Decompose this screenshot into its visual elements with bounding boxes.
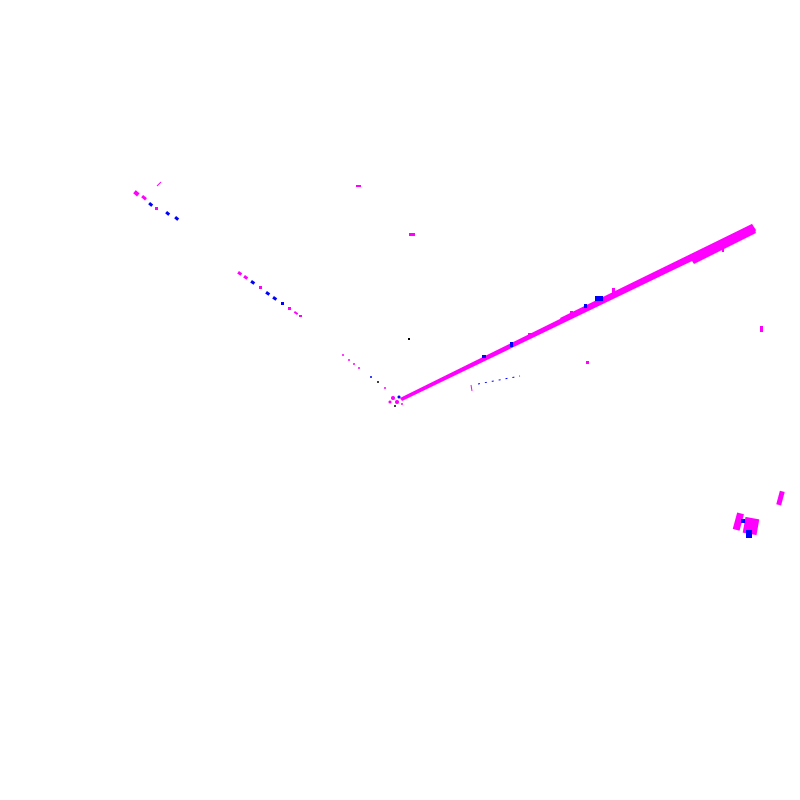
scan-point [133,190,140,197]
scan-point [482,355,486,358]
scan-point [237,271,243,276]
scan-point [741,519,745,523]
right-obstacle-cluster [732,490,785,538]
scan-point [281,302,284,305]
scan-point [612,288,615,293]
scan-point [141,194,147,201]
scan-point [259,286,262,289]
scan-point [272,296,278,301]
scan-point [148,201,154,207]
scan-point [299,315,302,317]
scan-point [353,363,355,365]
scan-point [586,361,589,364]
scan-point [174,215,180,221]
diagonal-wall [400,224,756,401]
scan-point [293,311,299,315]
scan-point [288,307,291,310]
scan-point [377,381,379,383]
scan-point [388,400,392,404]
scan-point [477,375,521,385]
scan-point [409,233,415,236]
scan-point [584,304,587,308]
scan-point [342,354,344,356]
scan-point [570,311,573,317]
scan-point [394,405,396,407]
scan-point [746,530,752,538]
scan-point [243,275,249,280]
scan-point [760,326,763,332]
scan-point [470,384,473,392]
left-wall-lower [237,271,302,317]
scan-point [265,291,271,296]
scan-point [510,342,513,347]
scan-point [595,296,603,301]
sensor-origin-cluster [388,395,403,407]
scan-point [356,185,361,187]
scan-point [155,207,158,210]
scattered-points [342,185,763,392]
scan-point [408,338,410,340]
scan-point [250,280,256,285]
scan-point [401,403,403,405]
scan-point [722,244,724,252]
scan-point [348,359,350,361]
scan-point [156,181,162,187]
scan-point [776,490,785,506]
left-wall-upper [133,181,180,221]
scan-point [732,512,744,531]
scan-point [370,376,372,378]
scan-point [384,387,386,389]
scan-point [395,400,399,404]
wall-band-thick [560,224,756,322]
scan-point [397,395,401,399]
scan-point [528,333,532,337]
scan-point [165,210,171,216]
scan-point [358,367,360,369]
scan-point [391,396,395,400]
